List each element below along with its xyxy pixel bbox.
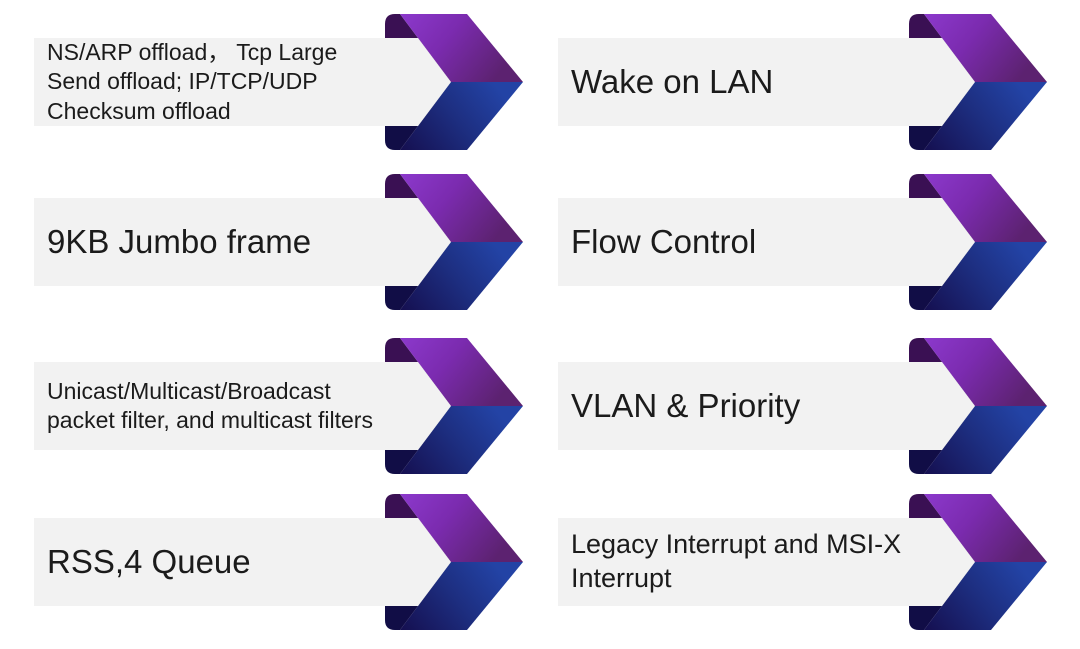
feature-label: 9KB Jumbo frame [47,222,312,260]
feature-label-bar: NS/ARP offload， Tcp Large Send offload; … [34,38,451,126]
feature-label: Flow Control [571,222,757,260]
feature-item-left-2: Unicast/Multicast/Broadcast packet filte… [34,338,523,474]
feature-item-left-0: NS/ARP offload， Tcp Large Send offload; … [34,14,523,150]
feature-label-bar: Legacy Interrupt and MSI-X Interrupt [558,518,975,606]
feature-item-right-2: VLAN & Priority [558,338,1047,474]
feature-label: VLAN & Priority [571,386,801,424]
feature-label: RSS,4 Queue [47,542,251,580]
feature-label: Wake on LAN [571,62,774,100]
feature-item-left-1: 9KB Jumbo frame [34,174,523,310]
feature-label: NS/ARP offload， Tcp Large Send offload; … [47,39,338,124]
feature-item-right-0: Wake on LAN [558,14,1047,150]
feature-label-bar: RSS,4 Queue [34,518,451,606]
feature-label: Unicast/Multicast/Broadcast packet filte… [47,377,373,433]
feature-item-right-1: Flow Control [558,174,1047,310]
feature-label: Legacy Interrupt and MSI-X Interrupt [571,529,902,593]
feature-item-left-3: RSS,4 Queue [34,494,523,630]
feature-item-right-3: Legacy Interrupt and MSI-X Interrupt [558,494,1047,630]
feature-label-bar: VLAN & Priority [558,362,975,450]
feature-label-bar: Wake on LAN [558,38,975,126]
feature-label-bar: Unicast/Multicast/Broadcast packet filte… [34,362,451,450]
feature-label-bar: Flow Control [558,198,975,286]
feature-label-bar: 9KB Jumbo frame [34,198,451,286]
